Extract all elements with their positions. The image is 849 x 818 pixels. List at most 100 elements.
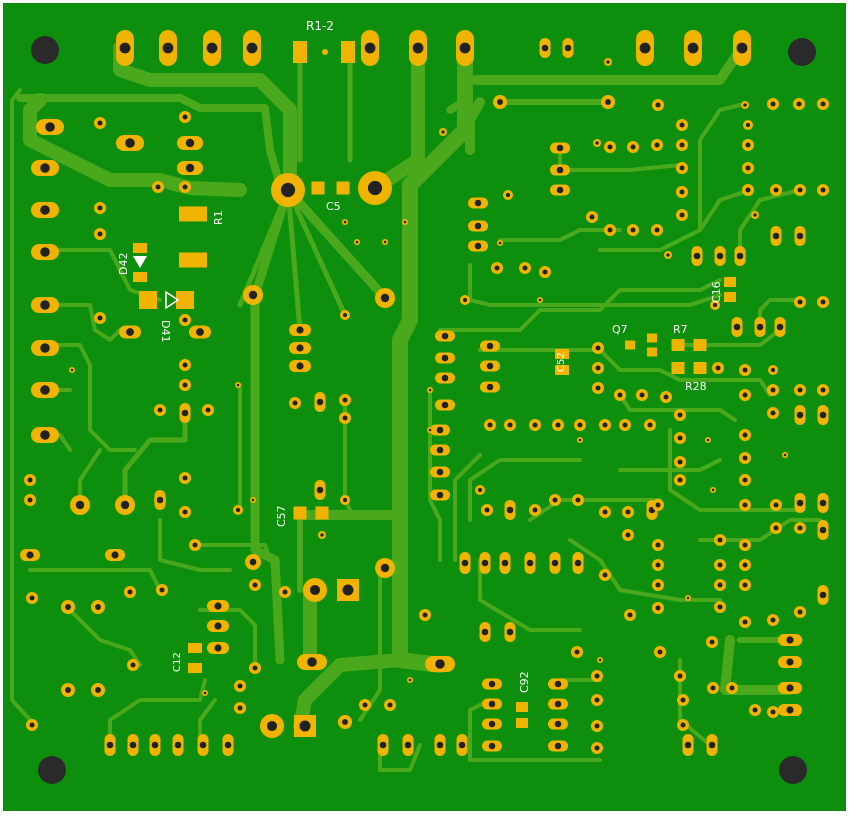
drill-hole <box>595 141 599 145</box>
drill-hole <box>235 507 241 513</box>
label-c5: C5 <box>326 200 341 213</box>
drill-hole <box>342 719 348 725</box>
drill-hole <box>742 367 748 373</box>
drill-hole <box>182 509 188 515</box>
drill-hole <box>192 542 198 548</box>
drill-hole <box>458 741 466 749</box>
drill-hole <box>95 687 101 693</box>
drill-hole <box>251 498 255 502</box>
drill-hole <box>773 502 779 508</box>
drill-hole <box>711 488 715 492</box>
drill-hole <box>126 328 134 336</box>
drill-hole <box>589 214 595 220</box>
drill-hole <box>428 388 432 392</box>
drill-hole <box>742 392 748 398</box>
drill-hole <box>655 582 661 588</box>
drill-hole <box>484 507 490 513</box>
trace <box>378 743 422 772</box>
drill-hole <box>27 477 33 483</box>
drill-hole <box>594 745 600 751</box>
drill-hole <box>119 42 131 54</box>
smd-pad <box>724 292 736 302</box>
label-c16: C16 <box>710 281 723 303</box>
drill-hole <box>459 42 471 54</box>
drill-hole <box>742 502 748 508</box>
trace <box>698 103 742 232</box>
drill-hole <box>342 312 348 318</box>
drill-hole <box>786 706 794 714</box>
drill-hole <box>506 506 514 514</box>
drill-hole <box>595 365 601 371</box>
drill-hole <box>40 430 50 440</box>
drill-hole <box>742 619 748 625</box>
drill-hole <box>95 604 101 610</box>
drill-hole <box>770 387 776 393</box>
smd-pad <box>516 718 528 728</box>
drill-hole <box>203 691 207 695</box>
drill-hole <box>97 120 103 126</box>
drill-hole <box>554 680 562 688</box>
trace <box>38 303 122 342</box>
drill-hole <box>532 422 538 428</box>
drill-hole <box>428 428 432 432</box>
drill-hole <box>666 253 670 257</box>
label-d42: D42 <box>117 253 130 275</box>
drill-hole <box>756 323 764 331</box>
drill-hole <box>556 144 564 152</box>
trace <box>568 538 722 602</box>
drill-hole <box>498 241 502 245</box>
drill-hole <box>159 587 165 593</box>
drill-hole <box>654 142 660 148</box>
trace <box>668 428 802 512</box>
label-r7: R7 <box>673 323 688 336</box>
drill-hole <box>677 459 683 465</box>
drill-hole <box>687 42 699 54</box>
drill-hole <box>408 678 412 682</box>
drill-hole <box>130 662 136 668</box>
drill-hole <box>40 163 50 173</box>
drill-hole <box>743 103 747 107</box>
drill-hole <box>342 497 348 503</box>
drill-hole <box>639 42 651 54</box>
drill-hole <box>182 317 188 323</box>
drill-hole <box>237 705 243 711</box>
drill-hole <box>625 509 631 515</box>
drill-hole <box>507 422 513 428</box>
drill-hole <box>630 144 636 150</box>
drill-hole <box>474 242 482 250</box>
drill-hole <box>655 605 661 611</box>
drill-hole <box>436 741 444 749</box>
drill-hole <box>316 486 324 494</box>
trace <box>158 518 232 572</box>
drill-hole <box>497 99 503 105</box>
drill-hole <box>403 220 407 224</box>
trace <box>465 97 485 155</box>
smd-pad <box>176 291 194 309</box>
drill-hole <box>367 180 383 196</box>
drill-hole <box>554 700 562 708</box>
drill-hole <box>693 252 701 260</box>
drill-hole <box>441 374 449 382</box>
drill-hole <box>462 297 468 303</box>
drill-hole <box>224 741 232 749</box>
drill-hole <box>770 410 776 416</box>
drill-hole <box>677 673 683 679</box>
drill-hole <box>742 432 748 438</box>
drill-hole <box>474 222 482 230</box>
drill-hole <box>316 398 324 406</box>
drill-hole <box>554 742 562 750</box>
drill-hole <box>602 572 608 578</box>
mounting-hole <box>31 36 59 64</box>
drill-hole <box>75 500 85 510</box>
drill-hole <box>742 455 748 461</box>
drill-hole <box>796 499 804 507</box>
drill-hole <box>342 415 348 421</box>
drill-hole <box>770 617 776 623</box>
drill-hole <box>745 142 751 148</box>
drill-hole <box>706 438 710 442</box>
drill-hole <box>40 205 50 215</box>
trace <box>368 41 425 195</box>
label-c12: C12 <box>172 652 183 672</box>
trace <box>122 407 188 508</box>
drill-hole <box>770 709 776 715</box>
